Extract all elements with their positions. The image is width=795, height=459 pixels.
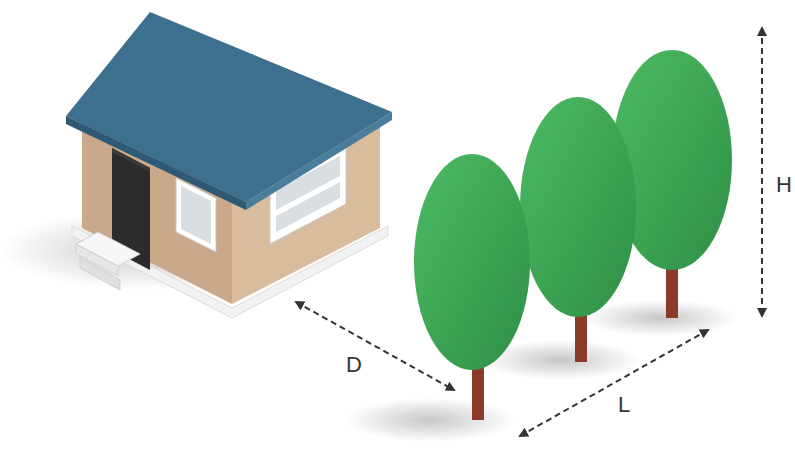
- tree-shadow: [582, 300, 738, 336]
- dimension-label: H: [776, 174, 792, 196]
- tree-crown: [414, 154, 530, 370]
- house-roof: [66, 12, 392, 202]
- length-dimension: [520, 330, 708, 436]
- tree-shadow: [345, 398, 515, 442]
- dimension-label: D: [346, 354, 362, 376]
- dimension-label: L: [618, 394, 630, 416]
- tree-crown: [520, 97, 636, 317]
- height-dimension: [761, 28, 763, 316]
- distance-dimension: [296, 302, 454, 390]
